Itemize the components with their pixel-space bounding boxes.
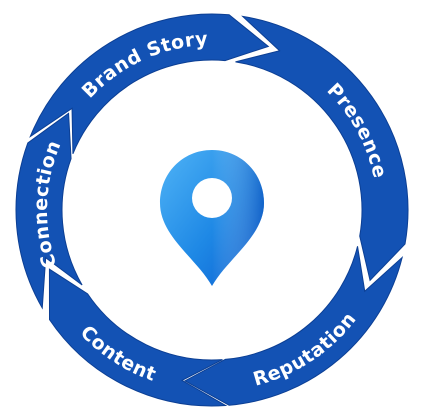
segment-content [48,268,228,407]
segment-presence [235,15,409,282]
map-pin-icon [160,150,264,286]
segment-connection [15,112,83,310]
cycle-segments [15,13,409,407]
segment-brand-story [29,13,270,154]
segment-reputation [183,246,404,406]
